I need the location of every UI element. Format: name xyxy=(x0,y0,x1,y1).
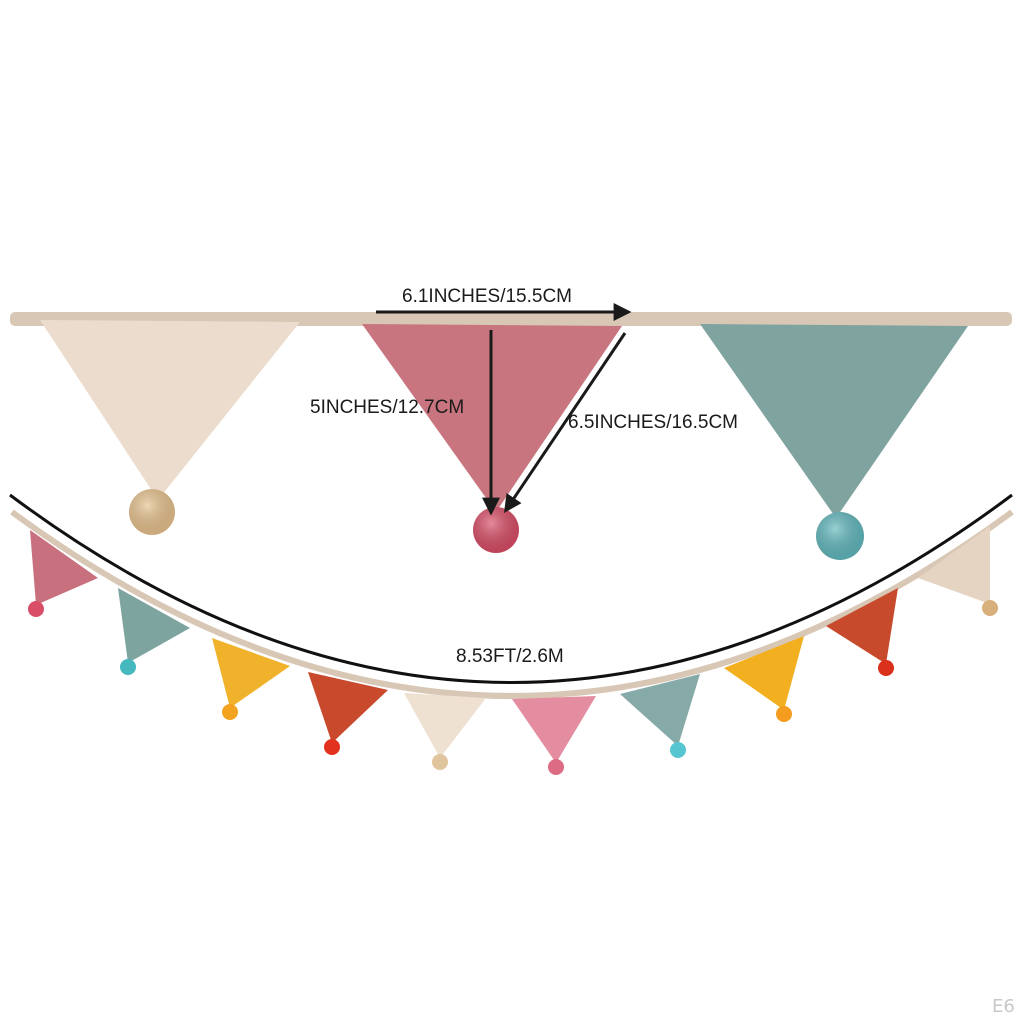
closeup-pompom-rose-shade xyxy=(473,507,519,553)
closeup-pompom-sage-shade xyxy=(816,512,864,560)
garland-flag xyxy=(918,526,990,604)
garland-flag xyxy=(212,638,290,708)
garland-flag xyxy=(30,530,98,605)
garland-pompom xyxy=(28,601,44,617)
closeup-flag-cream xyxy=(40,320,300,500)
garland-flag xyxy=(724,636,804,710)
garland-flag xyxy=(826,588,898,664)
garland-pompom xyxy=(324,739,340,755)
height-label: 5INCHES/12.7CM xyxy=(310,397,464,418)
garland-cord xyxy=(10,509,1014,699)
garland-pompom xyxy=(982,600,998,616)
closeup-flag-sage xyxy=(700,324,968,518)
garland-flag xyxy=(620,674,700,746)
full-garland xyxy=(10,509,1014,775)
side-label: 6.5INCHES/16.5CM xyxy=(568,412,738,433)
length-label: 8.53FT/2.6M xyxy=(456,646,564,667)
garland-flag xyxy=(404,693,486,758)
dimension-annotations: 6.1INCHES/15.5CM 5INCHES/12.7CM 6.5INCHE… xyxy=(310,286,738,516)
corner-code: E6 xyxy=(992,996,1015,1017)
garland-flag xyxy=(118,588,190,663)
garland-flags-group xyxy=(28,526,998,775)
garland-pompom xyxy=(670,742,686,758)
garland-flag xyxy=(308,672,388,743)
width-label: 6.1INCHES/15.5CM xyxy=(402,286,572,307)
closeup-flags xyxy=(10,312,1012,560)
garland-pompom xyxy=(878,660,894,676)
garland-pompom xyxy=(776,706,792,722)
garland-pompom xyxy=(432,754,448,770)
garland-pompom xyxy=(120,659,136,675)
length-arc xyxy=(9,493,1013,684)
garland-pompom xyxy=(222,704,238,720)
closeup-pompom-cream-shade xyxy=(129,489,175,535)
side-arrow xyxy=(503,332,627,513)
garland-flag xyxy=(512,696,596,763)
garland-pompom xyxy=(548,759,564,775)
